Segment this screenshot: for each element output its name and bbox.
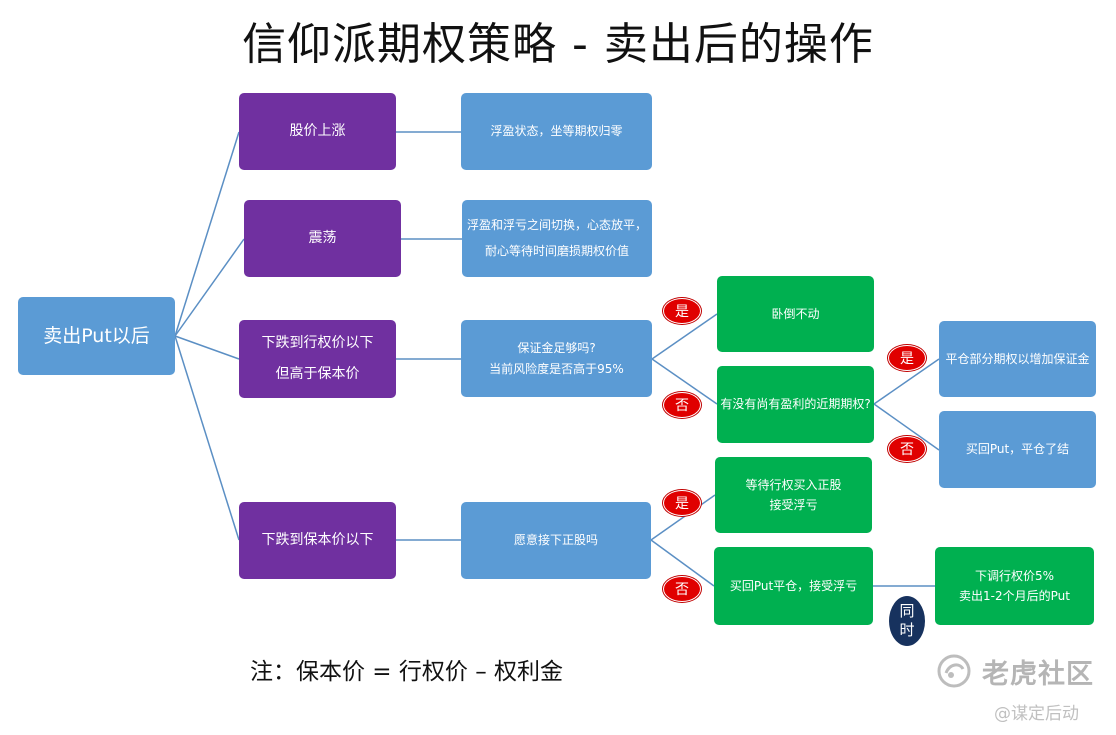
badge-simultaneous: 同 时 [889,596,925,646]
connector-sub-no [873,403,940,451]
connector-root-oscillate [174,238,245,337]
badge-no-sub: 否 [888,436,926,462]
scenario-drop-below-strike: 下跌到行权价以下 但高于保本价 [239,320,396,398]
action-wait-expire: 浮盈状态，坐等期权归零 [461,93,652,170]
connector-root-drop-strike [174,335,240,360]
footnote: 注：保本价 = 行权价 – 权利金 [250,659,564,685]
connector-stock-yes [650,494,716,541]
connector-margin-yes [651,313,718,360]
scenario-oscillation: 震荡 [244,200,401,277]
connector-stock-no [650,539,715,587]
action-roll-down: 下调行权价5% 卖出1-2个月后的Put [935,547,1094,625]
connector-margin-no [651,358,718,405]
tiger-logo-icon [937,654,971,688]
action-buy-back-close: 买回Put，平仓了结 [939,411,1096,488]
badge-yes-sub: 是 [888,345,926,371]
scenario-price-rise: 股价上涨 [239,93,396,170]
connector-root-drop-breakeven [174,335,240,541]
connector-sub-yes [873,358,940,405]
action-close-partial: 平仓部分期权以增加保证金 [939,321,1096,397]
badge-no-margin: 否 [663,392,701,418]
watermark-author: @谋定后动 [994,704,1079,724]
watermark-name: 老虎社区 [982,659,1094,690]
badge-yes-margin: 是 [663,298,701,324]
question-profitable-near-options: 有没有尚有盈利的近期期权? [717,366,874,443]
action-take-assignment: 等待行权买入正股 接受浮亏 [715,457,872,533]
scenario-drop-below-breakeven: 下跌到保本价以下 [239,502,396,579]
action-stay-patient: 浮盈和浮亏之间切换，心态放平， 耐心等待时间磨损期权价值 [462,200,652,277]
root-node: 卖出Put以后 [18,297,175,375]
question-margin-sufficient: 保证金足够吗? 当前风险度是否高于95% [461,320,652,397]
page-title: 信仰派期权策略 - 卖出后的操作 [242,19,874,70]
badge-no-stock: 否 [663,576,701,602]
action-buy-back-accept-loss: 买回Put平仓，接受浮亏 [714,547,873,625]
action-hold-still: 卧倒不动 [717,276,874,352]
question-accept-stock: 愿意接下正股吗 [461,502,651,579]
badge-yes-stock: 是 [663,490,701,516]
connector-root-rise [174,131,240,337]
